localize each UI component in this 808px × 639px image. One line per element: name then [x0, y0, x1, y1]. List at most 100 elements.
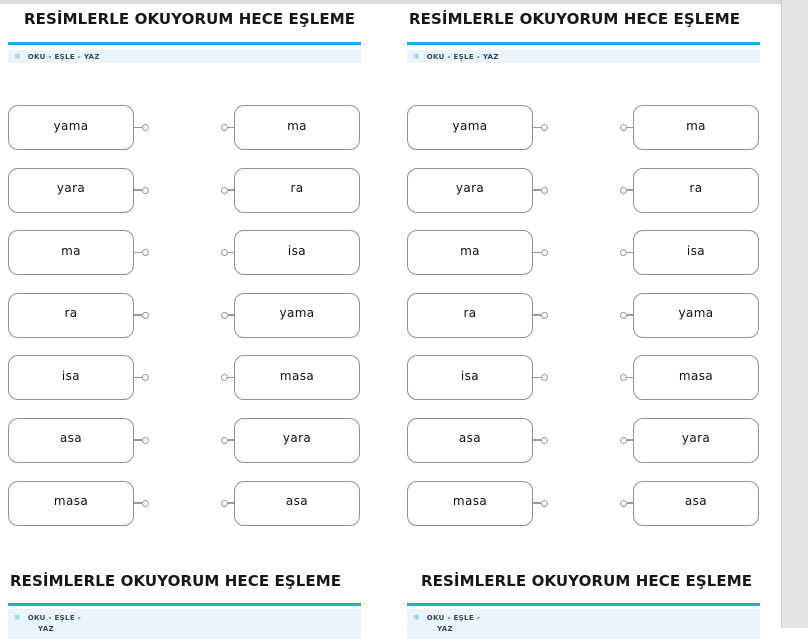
sparkle-icon: ❋: [14, 51, 21, 61]
instruction-bar: ❋ OKU - EŞLE - YAZ: [8, 609, 361, 639]
syllable-box-right: yama: [234, 292, 360, 338]
connector-stub: [134, 376, 142, 379]
instruction-bar: ❋ OKU - EŞLE - YAZ: [407, 609, 760, 639]
instruction-text-wrap: YAZ: [437, 624, 453, 633]
instruction-text-wrap: YAZ: [38, 624, 54, 633]
sparkle-icon: ❋: [14, 612, 21, 622]
title-underline: [407, 602, 760, 606]
match-row: masa asa: [8, 480, 361, 526]
syllable-box-right: yara: [633, 417, 759, 463]
connector-stub: [134, 126, 142, 128]
connector-stub: [134, 251, 142, 254]
connector-stub: [533, 439, 541, 441]
syllable-box-right: isa: [633, 230, 759, 276]
connector-stub: [228, 314, 234, 316]
sparkle-icon: ❋: [413, 51, 420, 61]
connector-dot: [620, 249, 627, 257]
syllable-box-left: ma: [8, 230, 134, 276]
connector-dot: [620, 124, 627, 131]
connector-stub: [627, 439, 633, 441]
connector-dot: [221, 499, 228, 507]
connector-dot: [540, 436, 548, 444]
match-row: asa yara: [8, 417, 361, 463]
syllable-box-left: yara: [407, 167, 533, 213]
syllable-box-right: ma: [633, 105, 759, 150]
syllable-box-left: asa: [8, 417, 134, 463]
worksheet-panel-1: RESİMLERLE OKUYORUM HECE EŞLEME ❋ OKU - …: [8, 0, 361, 628]
title-underline: [407, 42, 760, 45]
syllable-box-right: masa: [633, 355, 759, 401]
syllable-box-left: masa: [407, 480, 533, 526]
connector-dot: [540, 124, 548, 131]
connector-stub: [533, 189, 541, 191]
worksheet-panel-2: RESİMLERLE OKUYORUM HECE EŞLEME ❋ OKU - …: [407, 0, 760, 628]
connector-stub: [533, 502, 541, 504]
instruction-text: OKU - EŞLE - YAZ: [426, 52, 499, 61]
match-row: yama ma: [407, 105, 760, 150]
matching-rows: yama ma yara ra ma isa ra yama isa m: [8, 105, 361, 526]
match-row: ra yama: [8, 292, 361, 338]
connector-dot: [540, 249, 548, 257]
connector-dot: [540, 374, 548, 382]
syllable-box-left: isa: [8, 355, 134, 401]
title-underline: [8, 602, 361, 606]
worksheet-title: RESİMLERLE OKUYORUM HECE EŞLEME: [421, 572, 753, 590]
syllable-box-right: yara: [234, 417, 360, 463]
connector-stub: [627, 189, 633, 191]
syllable-box-right: ma: [234, 105, 360, 150]
syllable-box-left: yama: [407, 105, 533, 150]
match-row: ra yama: [407, 292, 760, 338]
connector-stub: [134, 314, 142, 316]
connector-dot: [540, 311, 548, 319]
connector-dot: [620, 436, 627, 444]
connector-dot: [620, 374, 627, 382]
connector-dot: [141, 249, 149, 257]
matching-rows: yama ma yara ra ma isa ra yama isa m: [407, 105, 760, 526]
instruction-text: OKU - EŞLE - YAZ: [27, 52, 100, 61]
syllable-box-left: ra: [407, 292, 533, 338]
connector-stub: [627, 251, 633, 254]
syllable-box-right: yama: [633, 292, 759, 338]
syllable-box-left: ra: [8, 292, 134, 338]
connector-dot: [221, 186, 228, 194]
connector-stub: [627, 502, 633, 504]
match-row: yama ma: [8, 105, 361, 150]
syllable-box-right: ra: [234, 167, 360, 213]
worksheet-title: RESİMLERLE OKUYORUM HECE EŞLEME: [409, 10, 741, 28]
connector-stub: [228, 251, 234, 254]
connector-dot: [141, 374, 149, 382]
connector-stub: [228, 439, 234, 441]
connector-dot: [141, 186, 149, 194]
connector-dot: [221, 124, 228, 131]
connector-dot: [221, 249, 228, 257]
match-row: asa yara: [407, 417, 760, 463]
syllable-box-right: isa: [234, 230, 360, 276]
worksheet-panel-3-partial: RESİMLERLE OKUYORUM HECE EŞLEME ❋ OKU - …: [8, 570, 361, 639]
connector-stub: [533, 376, 541, 379]
syllable-box-left: masa: [8, 480, 134, 526]
connector-stub: [533, 314, 541, 316]
connector-dot: [620, 186, 627, 194]
syllable-box-left: yara: [8, 167, 134, 213]
connector-stub: [627, 126, 633, 128]
connector-dot: [141, 311, 149, 319]
match-row: isa masa: [8, 355, 361, 401]
worksheet-title: RESİMLERLE OKUYORUM HECE EŞLEME: [24, 10, 356, 28]
connector-dot: [141, 124, 149, 131]
connector-stub: [134, 439, 142, 441]
instruction-text: OKU - EŞLE -: [426, 613, 481, 622]
instruction-bar: ❋ OKU - EŞLE - YAZ: [407, 50, 760, 63]
connector-stub: [533, 126, 541, 128]
page-edge-margin: [781, 0, 808, 628]
syllable-box-right: asa: [633, 480, 759, 526]
instruction-text: OKU - EŞLE -: [27, 613, 82, 622]
syllable-box-right: ra: [633, 167, 759, 213]
match-row: masa asa: [407, 480, 760, 526]
top-page-strip: [0, 0, 808, 4]
syllable-box-right: asa: [234, 480, 360, 526]
connector-stub: [228, 376, 234, 379]
connector-dot: [221, 436, 228, 444]
connector-stub: [134, 502, 142, 504]
connector-stub: [228, 502, 234, 504]
match-row: isa masa: [407, 355, 760, 401]
